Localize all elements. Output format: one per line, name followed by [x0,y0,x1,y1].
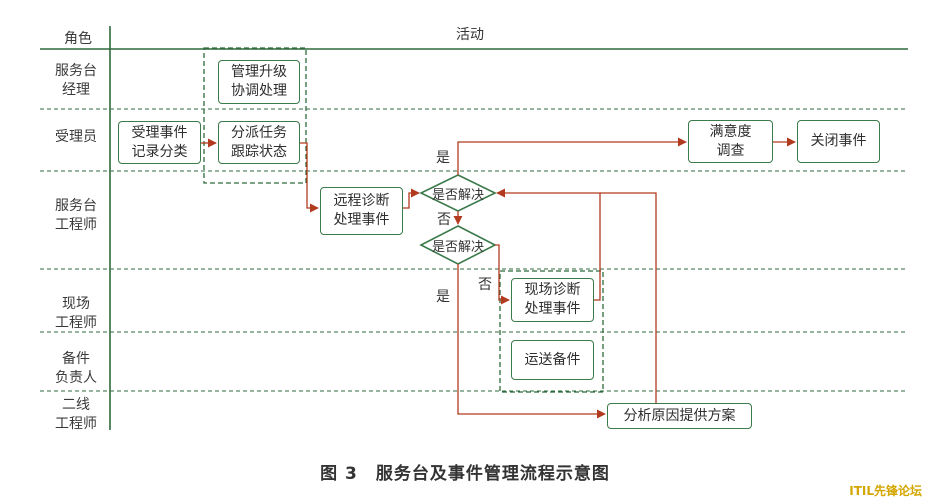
edge-label-no-1: 否 [437,212,451,228]
node-survey: 满意度 调查 [688,120,773,163]
edge-label-yes-2: 是 [436,289,450,305]
group-outline-onsite [499,270,604,393]
node-close: 关闭事件 [797,120,880,163]
lane-label-manager: 服务台 经理 [55,63,97,98]
figure-caption: 图 3 服务台及事件管理流程示意图 [320,464,610,484]
flow-arrows [201,137,796,419]
node-dispatch: 分派任务 跟踪状态 [218,121,300,164]
node-analyze: 分析原因提供方案 [607,403,752,429]
lane-label-parts: 备件 负责人 [55,351,97,386]
node-escalation: 管理升级 协调处理 [218,60,300,104]
lane-label-engineer: 服务台 工程师 [55,198,97,233]
lane-label-second-line: 二线 工程师 [55,397,97,432]
edge-label-yes-1: 是 [436,150,450,166]
node-resolved-2: 是否解决 [431,240,484,255]
lane-label-onsite: 现场 工程师 [55,296,97,331]
node-ship-parts: 运送备件 [511,340,594,380]
watermark: ITIL先锋论坛 [849,484,922,498]
header-activity: 活动 [456,27,484,43]
node-accept: 受理事件 记录分类 [118,121,201,164]
node-resolved-1: 是否解决 [431,188,484,203]
edge-label-no-2: 否 [478,277,492,293]
swimlane-grid [40,26,908,430]
node-onsite-fix: 现场诊断 处理事件 [511,278,594,322]
node-remote: 远程诊断 处理事件 [320,187,403,235]
group-outline-manager [203,47,307,184]
lane-label-receptionist: 受理员 [55,129,97,145]
header-role: 角色 [64,31,92,47]
